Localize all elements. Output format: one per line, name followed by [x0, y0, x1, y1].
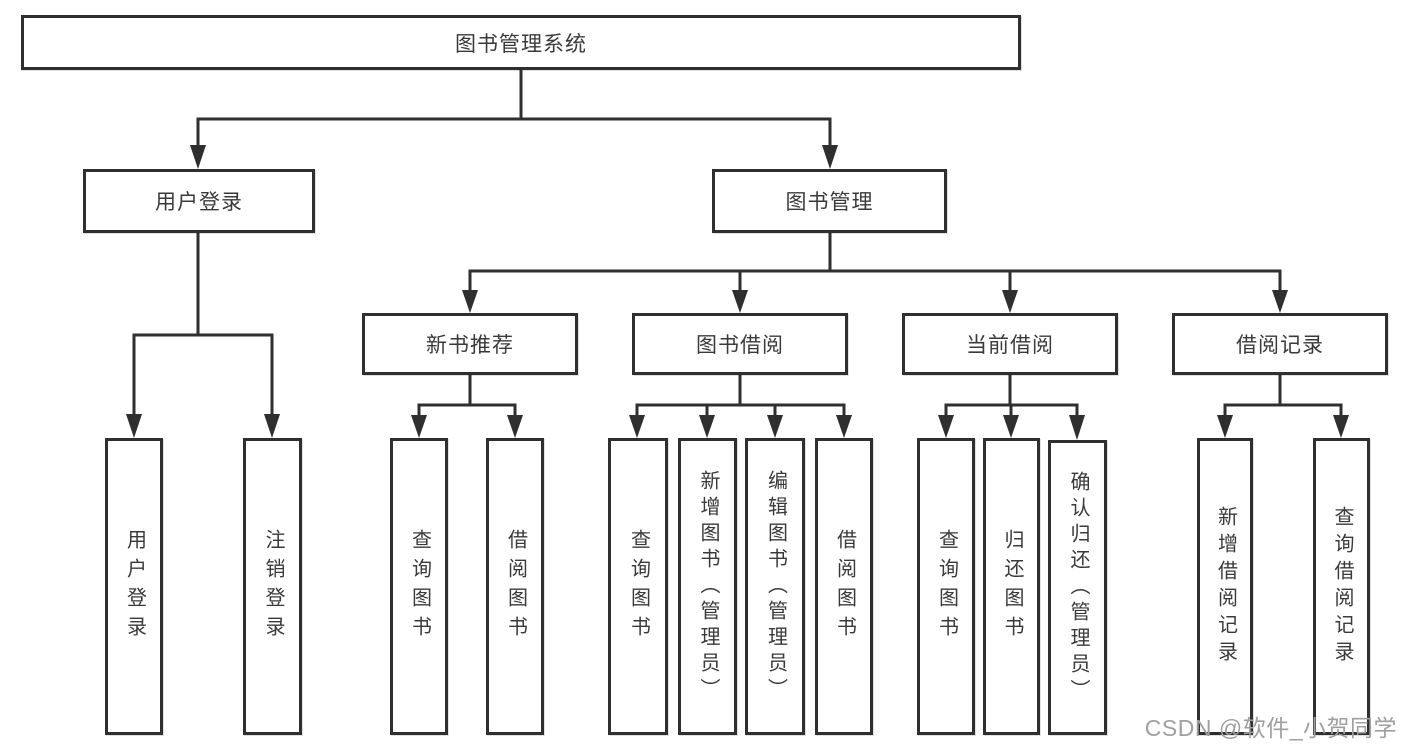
leaf-add-borrow-record-label: 新增借阅记录	[1214, 505, 1237, 668]
leaf-logout: 注销登录	[243, 438, 302, 735]
node-book-borrow-label: 图书借阅	[696, 334, 784, 357]
leaf-add-book-admin-label: 新增图书（管理员）	[697, 469, 719, 704]
leaf-return-books: 归还图书	[983, 438, 1040, 735]
leaf-query-books-recommend: 查询图书	[390, 438, 448, 735]
connector-current-borrow	[944, 375, 1079, 422]
connector-book-management	[468, 233, 1282, 297]
leaf-query-books-current: 查询图书	[917, 438, 975, 735]
leaf-query-books-borrow: 查询图书	[608, 438, 668, 735]
connector-book-borrow	[635, 375, 846, 422]
leaf-borrow-books-recommend-label: 借阅图书	[504, 528, 527, 645]
leaf-confirm-return-admin-label: 确认归还（管理员）	[1067, 470, 1089, 705]
node-new-book-recommend: 新书推荐	[362, 313, 578, 375]
leaf-user-login: 用户登录	[105, 438, 163, 735]
connector-borrow-record	[1223, 375, 1343, 422]
node-book-management-label: 图书管理	[785, 191, 874, 214]
node-book-management: 图书管理	[712, 169, 947, 233]
node-user-login-label: 用户登录	[155, 191, 243, 214]
connector-root	[196, 70, 832, 152]
leaf-borrow-books: 借阅图书	[815, 438, 873, 735]
node-user-login: 用户登录	[83, 169, 315, 233]
leaf-logout-label: 注销登录	[262, 528, 284, 645]
node-library-system-label: 图书管理系统	[455, 32, 587, 56]
leaf-return-books-label: 归还图书	[1001, 528, 1023, 645]
leaf-query-borrow-record: 查询借阅记录	[1313, 438, 1370, 735]
node-current-borrow: 当前借阅	[902, 313, 1118, 375]
node-book-borrow: 图书借阅	[632, 313, 848, 375]
leaf-edit-book-admin: 编辑图书（管理员）	[745, 438, 805, 735]
node-new-book-recommend-label: 新书推荐	[426, 334, 514, 357]
arrowheads	[126, 145, 1349, 440]
node-library-system: 图书管理系统	[21, 15, 1021, 70]
connector-user-login	[132, 233, 274, 421]
csdn-watermark: CSDN @软件_小贺同学	[1144, 715, 1397, 741]
leaf-borrow-books-recommend: 借阅图书	[486, 438, 544, 735]
node-borrow-records-label: 借阅记录	[1236, 334, 1324, 357]
connector-new-book	[417, 375, 517, 422]
leaf-user-login-label: 用户登录	[123, 528, 146, 645]
leaf-query-books-borrow-label: 查询图书	[627, 528, 650, 645]
leaf-add-book-admin: 新增图书（管理员）	[678, 438, 737, 735]
node-current-borrow-label: 当前借阅	[966, 334, 1054, 357]
leaf-query-books-recommend-label: 查询图书	[408, 528, 431, 645]
leaf-edit-book-admin-label: 编辑图书（管理员）	[764, 469, 787, 704]
leaf-query-books-current-label: 查询图书	[935, 528, 958, 645]
node-borrow-records: 借阅记录	[1172, 313, 1388, 375]
leaf-borrow-books-label: 借阅图书	[833, 528, 856, 645]
leaf-query-borrow-record-label: 查询借阅记录	[1331, 505, 1353, 668]
leaf-confirm-return-admin: 确认归还（管理员）	[1048, 440, 1107, 735]
leaf-add-borrow-record: 新增借阅记录	[1197, 438, 1253, 735]
